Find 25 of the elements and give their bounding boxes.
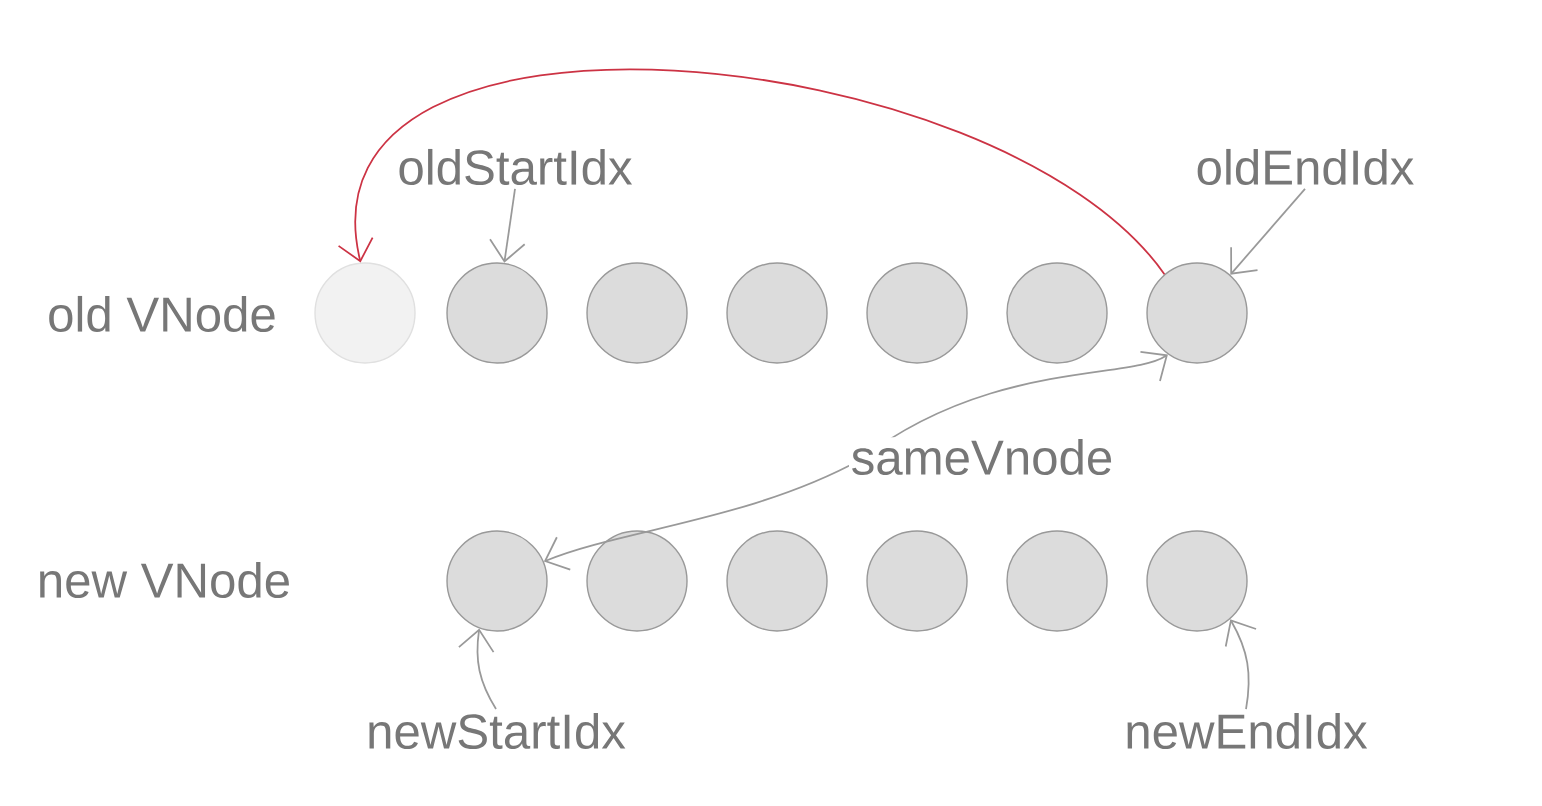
leader-line bbox=[458, 628, 497, 710]
removed-vnode-circle bbox=[314, 262, 416, 364]
vnode-circle bbox=[866, 530, 968, 632]
leader-line bbox=[1230, 188, 1306, 275]
vnode-circle bbox=[1146, 262, 1248, 364]
vnode-circle bbox=[866, 262, 968, 364]
index-label: newEndIdx bbox=[1127, 712, 1368, 750]
arrow bbox=[337, 69, 1166, 276]
index-label: oldStartIdx bbox=[399, 148, 633, 186]
index-label: oldEndIdx bbox=[1197, 148, 1414, 186]
leader-line bbox=[489, 188, 526, 263]
vnode-circle bbox=[726, 262, 828, 364]
row-label: new VNode bbox=[40, 561, 289, 599]
edge-label: sameVnode bbox=[848, 437, 1116, 477]
vnode-circle bbox=[1006, 262, 1108, 364]
vnode-circle bbox=[586, 262, 688, 364]
vnode-circle bbox=[446, 262, 548, 364]
vnode-circle bbox=[1006, 530, 1108, 632]
vnode-circle bbox=[586, 530, 688, 632]
leader-line bbox=[1224, 619, 1257, 710]
index-label: newStartIdx bbox=[369, 712, 626, 750]
vnode-circle bbox=[1146, 530, 1248, 632]
arrow bbox=[543, 351, 1168, 571]
vnode-circle bbox=[446, 530, 548, 632]
vnode-circle bbox=[726, 530, 828, 632]
